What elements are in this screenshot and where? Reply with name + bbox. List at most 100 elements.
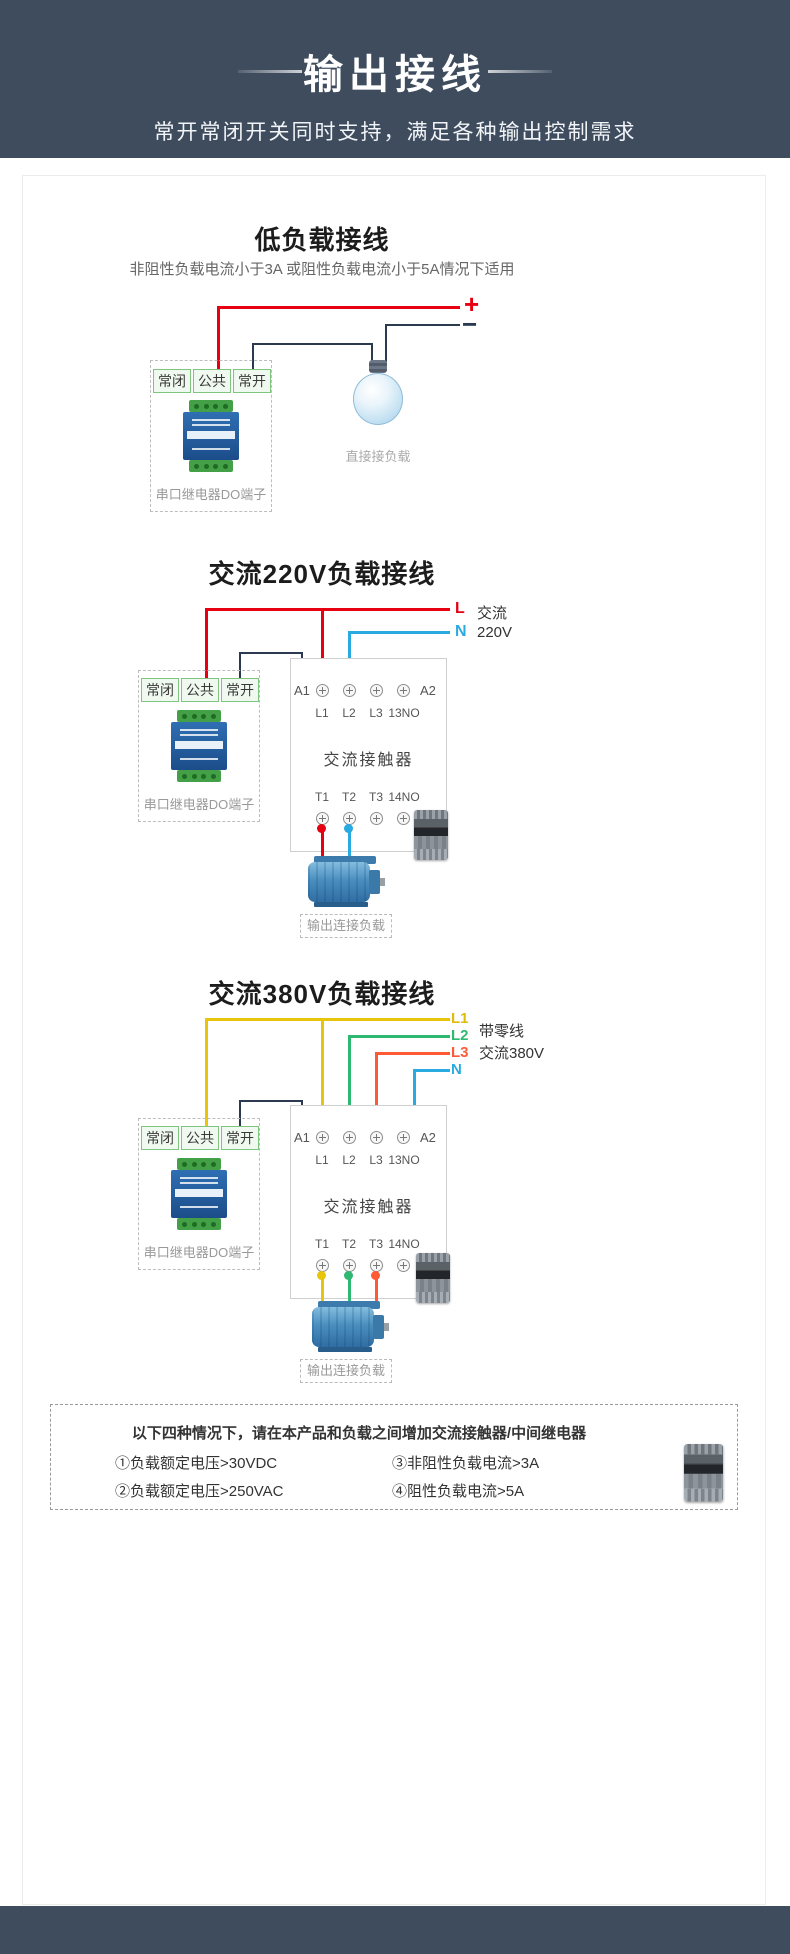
terminal-nc: 常闭 <box>153 369 191 393</box>
screw-terminal-13no <box>397 684 410 697</box>
phase-l1-label: L1 <box>451 1010 469 1027</box>
wire-live-to-l1 <box>321 608 324 688</box>
contactor-l3-label: L3 <box>369 1153 383 1167</box>
motor-end-cap <box>373 1315 384 1339</box>
motor-foot <box>318 1347 372 1352</box>
section-220-title: 交流220V负载接线 <box>208 559 436 589</box>
phase-n-label: N <box>455 623 467 640</box>
contactor-t3-label: T3 <box>368 1237 383 1251</box>
relay-module-icon <box>171 710 227 782</box>
motor-body <box>312 1307 374 1347</box>
wire-l3-h <box>375 1052 450 1055</box>
wire-n-to-a2 <box>413 1069 416 1131</box>
phase-l-label: L <box>455 600 465 617</box>
phase-l2-label: L2 <box>451 1027 469 1044</box>
contactor-14no-label: 14NO <box>388 790 420 804</box>
screw-terminal-l1 <box>316 684 329 697</box>
contactor-a1-label: A1 <box>294 683 310 698</box>
contactor-a2-label: A2 <box>420 1130 436 1145</box>
note-box <box>50 1404 738 1510</box>
contactor-t1-label: T1 <box>314 790 329 804</box>
relay-terminal-block-bottom <box>189 460 233 472</box>
relay-terminal-block-top <box>177 710 221 722</box>
wire-n-h <box>413 1069 450 1072</box>
motor-junction-box <box>318 1301 380 1309</box>
wire-l1-to-com <box>205 1018 208 1126</box>
terminal-com: 公共 <box>181 1126 219 1150</box>
phase-n-label: N <box>451 1061 462 1078</box>
relay-dashed-box <box>138 1118 260 1270</box>
screw-terminal-l2 <box>343 684 356 697</box>
relay-body <box>183 412 239 460</box>
note-item-3: ③非阻性负载电流>3A <box>392 1455 540 1472</box>
wire-t1-to-motor <box>321 828 324 858</box>
wire-live-to-com <box>205 608 208 678</box>
wire-t2-to-motor <box>348 1275 351 1303</box>
supply-text-1: 带零线 <box>479 1023 525 1040</box>
contactor-t2-label: T2 <box>341 790 356 804</box>
note-item-2: ②负载额定电压>250VAC <box>115 1483 284 1500</box>
wire-negative-to-bulb <box>385 324 387 362</box>
relay-caption: 串口继电器DO端子 <box>155 487 267 502</box>
wire-no-to-bulb-h <box>252 343 373 345</box>
page-subtitle: 常开常闭开关同时支持，满足各种输出控制需求 <box>153 121 637 144</box>
contactor-photo <box>414 810 448 860</box>
section-low-subtitle: 非阻性负载电流小于3A 或阻性负载电流小于5A情况下适用 <box>129 261 515 278</box>
wire-lug-yellow <box>317 1271 326 1280</box>
plus-label: + <box>464 289 480 319</box>
wire-neutral-h <box>348 631 450 634</box>
contactor-13no-label: 13NO <box>388 706 420 720</box>
terminal-com: 公共 <box>181 678 219 702</box>
section-low-title: 低负载接线 <box>254 225 390 255</box>
screw-terminal-t2 <box>343 1259 356 1272</box>
wire-lug-orange <box>371 1271 380 1280</box>
relay-terminal-block-top <box>177 1158 221 1170</box>
contactor-name: 交流接触器 <box>323 1199 414 1216</box>
contactor-photo <box>684 1444 724 1502</box>
section-380-title: 交流380V负载接线 <box>208 979 436 1009</box>
relay-body <box>171 1170 227 1218</box>
page-footer <box>0 1906 790 1954</box>
terminal-no: 常开 <box>221 678 259 702</box>
wire-l2-to-contactor <box>348 1035 351 1131</box>
screw-terminal-t3 <box>370 812 383 825</box>
minus-label: − <box>462 309 478 339</box>
relay-caption: 串口继电器DO端子 <box>143 1245 255 1260</box>
wire-no-h <box>239 1100 303 1102</box>
contactor-photo <box>416 1253 450 1303</box>
contactor-14no-label: 14NO <box>388 1237 420 1251</box>
motor-body <box>308 862 370 902</box>
wire-lug-blue <box>344 824 353 833</box>
contactor-a1-label: A1 <box>294 1130 310 1145</box>
terminal-com: 公共 <box>193 369 231 393</box>
contactor-l1-label: L1 <box>315 706 329 720</box>
supply-text-1: 交流 <box>477 605 508 622</box>
note-item-4: ④阻性负载电流>5A <box>392 1483 525 1500</box>
screw-terminal-t2 <box>343 812 356 825</box>
screw-terminal-14no <box>397 1259 410 1272</box>
screw-terminal-13no <box>397 1131 410 1144</box>
screw-terminal-t1 <box>316 1259 329 1272</box>
phase-l3-label: L3 <box>451 1044 469 1061</box>
wire-positive-to-com <box>217 306 220 370</box>
wire-l1-h <box>205 1018 450 1021</box>
motor-end-cap <box>369 870 380 894</box>
content-card <box>22 175 766 1905</box>
screw-terminal-l3 <box>370 1131 383 1144</box>
contactor-l1-label: L1 <box>315 1153 329 1167</box>
screw-terminal-l2 <box>343 1131 356 1144</box>
contactor-13no-label: 13NO <box>388 1153 420 1167</box>
motor-shaft <box>384 1323 389 1331</box>
relay-terminal-block-bottom <box>177 770 221 782</box>
wire-t2-to-motor <box>348 828 351 858</box>
wire-t3-to-motor <box>375 1275 378 1303</box>
motor-junction-box <box>314 856 376 864</box>
bulb-cap <box>369 360 387 373</box>
relay-body <box>171 722 227 770</box>
contactor-l3-label: L3 <box>369 706 383 720</box>
wire-no-up <box>239 652 241 678</box>
wire-l1-to-contactor <box>321 1018 324 1131</box>
contactor-l2-label: L2 <box>342 706 356 720</box>
contactor-name: 交流接触器 <box>323 752 414 769</box>
page-title: 输出接线 <box>303 53 487 97</box>
